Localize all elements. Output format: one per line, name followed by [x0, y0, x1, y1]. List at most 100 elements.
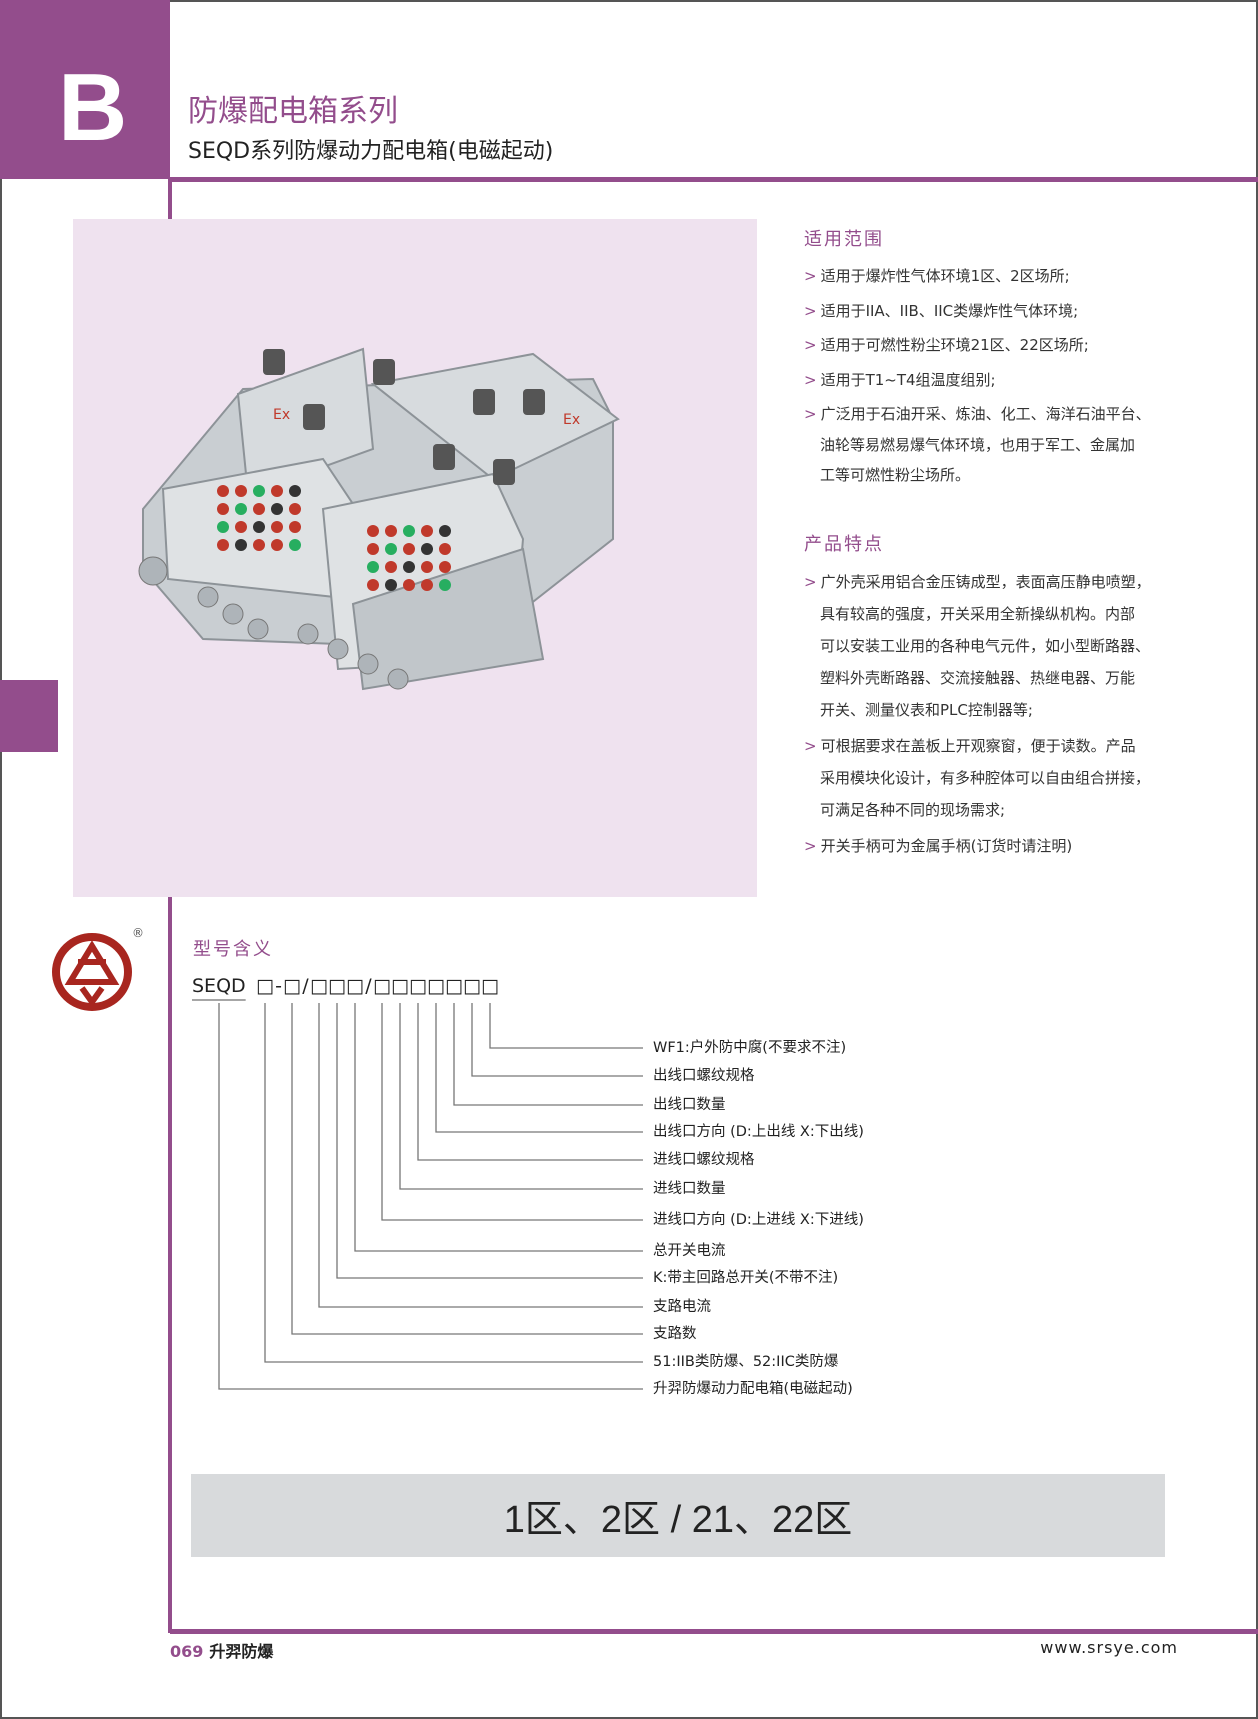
- list-item-text: 具有较高的强度，开关采用全新操纵机构。内部: [820, 605, 1136, 623]
- indicator-light: [217, 521, 229, 533]
- model-label: 进线口螺纹规格: [653, 1152, 755, 1168]
- bullet-arrow-icon: >: [804, 370, 817, 389]
- registered-mark: ®: [132, 926, 144, 940]
- content-left-rule: [168, 179, 172, 1633]
- code-separator: /: [302, 975, 309, 997]
- model-label: 支路数: [653, 1326, 697, 1342]
- connector-line: [417, 1003, 643, 1161]
- scope-list: >适用于爆炸性气体环境1区、2区场所;>适用于IIA、IIB、IIC类爆炸性气体…: [804, 261, 1151, 495]
- list-item-line: >适用于可燃性粉尘环境21区、22区场所;: [804, 330, 1151, 361]
- page-number: 069: [170, 1642, 204, 1661]
- list-item-line: >广泛用于石油开采、炼油、化工、海洋石油平台、: [804, 399, 1151, 430]
- list-item-line: 塑料外壳断路器、交流接触器、热继电器、万能: [804, 662, 1151, 694]
- bullet-arrow-icon: >: [804, 837, 817, 855]
- indicator-light: [289, 521, 301, 533]
- list-item-text: 油轮等易燃易爆气体环境，也用于军工、金属加: [820, 435, 1136, 454]
- ex-mark-left: Ex: [273, 407, 290, 423]
- list-item-line: 采用模块化设计，有多种腔体可以自由组合拼接，: [804, 762, 1151, 794]
- indicator-light: [289, 485, 301, 497]
- list-item-text: 广泛用于石油开采、炼油、化工、海洋石油平台、: [820, 405, 1151, 423]
- connector-line: [399, 1003, 643, 1190]
- code-separator: /: [365, 975, 372, 997]
- page-subtitle: SEQD系列防爆动力配电箱(电磁起动): [188, 139, 554, 164]
- indicator-light: [385, 561, 397, 573]
- indicator-light: [253, 521, 265, 533]
- list-item-line: >适用于爆炸性气体环境1区、2区场所;: [804, 261, 1151, 292]
- connector-line: [489, 1003, 643, 1049]
- list-item-text: 开关、测量仪表和PLC控制器等;: [820, 701, 1033, 719]
- list-item-text: 开关手柄可为金属手柄(订货时请注明): [820, 837, 1073, 855]
- indicator-light: [271, 503, 283, 515]
- indicator-light: [253, 503, 265, 515]
- scope-section: 适用范围 >适用于爆炸性气体环境1区、2区场所;>适用于IIA、IIB、IIC类…: [804, 225, 1151, 495]
- connector-line: [218, 1003, 643, 1390]
- bullet-arrow-icon: >: [804, 336, 817, 354]
- indicator-light: [403, 561, 415, 573]
- connector-line: [435, 1003, 643, 1133]
- list-item-line: 油轮等易燃易爆气体环境，也用于军工、金属加: [804, 430, 1151, 461]
- footer-divider: [170, 1629, 1258, 1634]
- features-list: >广外壳采用铝合金压铸成型，表面高压静电喷塑，具有较高的强度，开关采用全新操纵机…: [804, 566, 1151, 866]
- indicator-light: [271, 539, 283, 551]
- code-slot: □: [409, 975, 427, 997]
- indicator-light: [421, 561, 433, 573]
- indicator-light: [403, 543, 415, 555]
- footer-left: 069 升羿防爆: [170, 1638, 273, 1662]
- brand-logo: ®: [48, 926, 144, 1012]
- model-title: 型号含义: [193, 939, 273, 960]
- connector-line: [453, 1003, 643, 1106]
- list-item-text: 适用于T1~T4组温度组别;: [820, 370, 996, 389]
- list-item-line: >广外壳采用铝合金压铸成型，表面高压静电喷塑，: [804, 566, 1151, 598]
- code-slot: □: [310, 975, 328, 997]
- section-letter: B: [58, 54, 128, 161]
- list-item-text: 广外壳采用铝合金压铸成型，表面高压静电喷塑，: [820, 573, 1151, 591]
- connector-line: [354, 1003, 643, 1252]
- footer-brand: 升羿防爆: [209, 1642, 274, 1661]
- model-label: 总开关电流: [653, 1243, 726, 1259]
- list-item-text: 可满足各种不同的现场需求;: [820, 801, 1006, 819]
- model-label: K:带主回路总开关(不带不注): [653, 1270, 839, 1286]
- indicator-light: [421, 525, 433, 537]
- ex-mark-right: Ex: [563, 412, 580, 428]
- indicator-light: [289, 503, 301, 515]
- indicator-light: [439, 543, 451, 555]
- list-item-text: 工等可燃性粉尘场所。: [820, 466, 971, 484]
- model-label: 进线口数量: [653, 1181, 726, 1197]
- distribution-box-illustration: Ex Ex: [138, 347, 620, 691]
- model-label: 出线口螺纹规格: [653, 1068, 755, 1084]
- list-item-line: 工等可燃性粉尘场所。: [804, 460, 1151, 491]
- code-slot: □: [283, 975, 301, 997]
- side-tab: [0, 680, 58, 752]
- bullet-arrow-icon: >: [804, 267, 817, 285]
- code-slot: □: [373, 975, 391, 997]
- code-slot: □: [346, 975, 364, 997]
- connector-line: [318, 1003, 643, 1308]
- indicator-light: [439, 525, 451, 537]
- list-item-line: >可根据要求在盖板上开观察窗，便于读数。产品: [804, 730, 1151, 762]
- connector-line: [471, 1003, 643, 1077]
- footer-url[interactable]: www.srsye.com: [1040, 1638, 1178, 1657]
- list-item-line: >适用于IIA、IIB、IIC类爆炸性气体环境;: [804, 296, 1151, 327]
- indicator-light: [271, 521, 283, 533]
- indicator-light: [403, 525, 415, 537]
- header-divider: [170, 177, 1258, 182]
- features-section: 产品特点 >广外壳采用铝合金压铸成型，表面高压静电喷塑，具有较高的强度，开关采用…: [804, 530, 1151, 866]
- bullet-arrow-icon: >: [804, 405, 817, 423]
- section-block: [0, 0, 170, 179]
- indicator-light: [403, 579, 415, 591]
- indicator-light: [253, 485, 265, 497]
- code-slot: □: [445, 975, 463, 997]
- list-item-text: 适用于IIA、IIB、IIC类爆炸性气体环境;: [820, 301, 1079, 320]
- indicator-light: [217, 485, 229, 497]
- list-item-line: 具有较高的强度，开关采用全新操纵机构。内部: [804, 598, 1151, 630]
- code-slot: □: [391, 975, 409, 997]
- connector-line: [381, 1003, 643, 1221]
- list-item-line: 开关、测量仪表和PLC控制器等;: [804, 694, 1151, 726]
- bullet-arrow-icon: >: [804, 737, 817, 755]
- indicator-light: [367, 579, 379, 591]
- model-prefix: SEQD: [192, 975, 246, 997]
- model-label: 51:IIB类防爆、52:IIC类防爆: [653, 1354, 839, 1370]
- indicator-light: [367, 543, 379, 555]
- list-item-line: >开关手柄可为金属手柄(订货时请注明): [804, 830, 1151, 862]
